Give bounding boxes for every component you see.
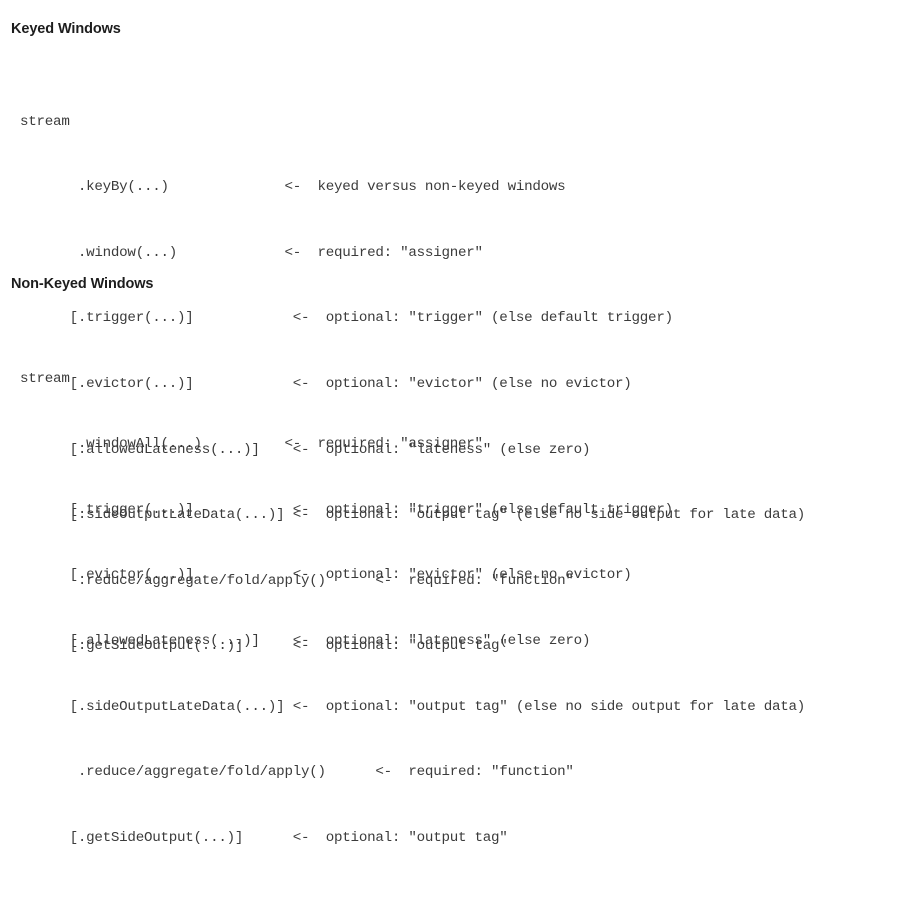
code-line-evictor: [.evictor(...)] <- optional: "evictor" (… — [20, 567, 632, 584]
page-title-keyed-windows: Keyed Windows — [11, 21, 121, 38]
code-line-allowed-lateness: [.allowedLateness(...)] <- optional: "la… — [20, 441, 591, 458]
code-line-get-side-output: [.getSideOutput(...)] <- optional: "outp… — [20, 829, 508, 846]
code-line-evictor: [.evictor(...)] <- optional: "evictor" (… — [20, 375, 632, 392]
code-line-reduce-aggregate: .reduce/aggregate/fold/apply() <- requir… — [20, 764, 574, 781]
code-line-side-output-late-data: [.sideOutputLateData(...)] <- optional: … — [20, 698, 806, 715]
code-line-window-all: .windowAll(...) <- required: "assigner" — [20, 436, 483, 453]
code-content-non-keyed: stream .windowAll(...) <- required: "ass… — [20, 349, 805, 890]
documentation-page: Keyed Windows stream .keyBy(...) <- keye… — [11, 21, 805, 846]
code-line-allowed-lateness: [.allowedLateness(...)] <- optional: "la… — [20, 632, 591, 649]
code-line-root: stream — [20, 113, 70, 130]
code-line-keyby: .keyBy(...) <- keyed versus non-keyed wi… — [20, 179, 566, 196]
page-title-non-keyed-windows: Non-Keyed Windows — [11, 276, 154, 293]
code-line-root: stream — [20, 370, 70, 387]
code-line-window: .window(...) <- required: "assigner" — [20, 244, 483, 261]
code-line-trigger: [.trigger(...)] <- optional: "trigger" (… — [20, 310, 674, 327]
code-line-trigger: [.trigger(...)] <- optional: "trigger" (… — [20, 501, 674, 518]
code-block-non-keyed-windows: stream .windowAll(...) <- required: "ass… — [20, 324, 805, 897]
